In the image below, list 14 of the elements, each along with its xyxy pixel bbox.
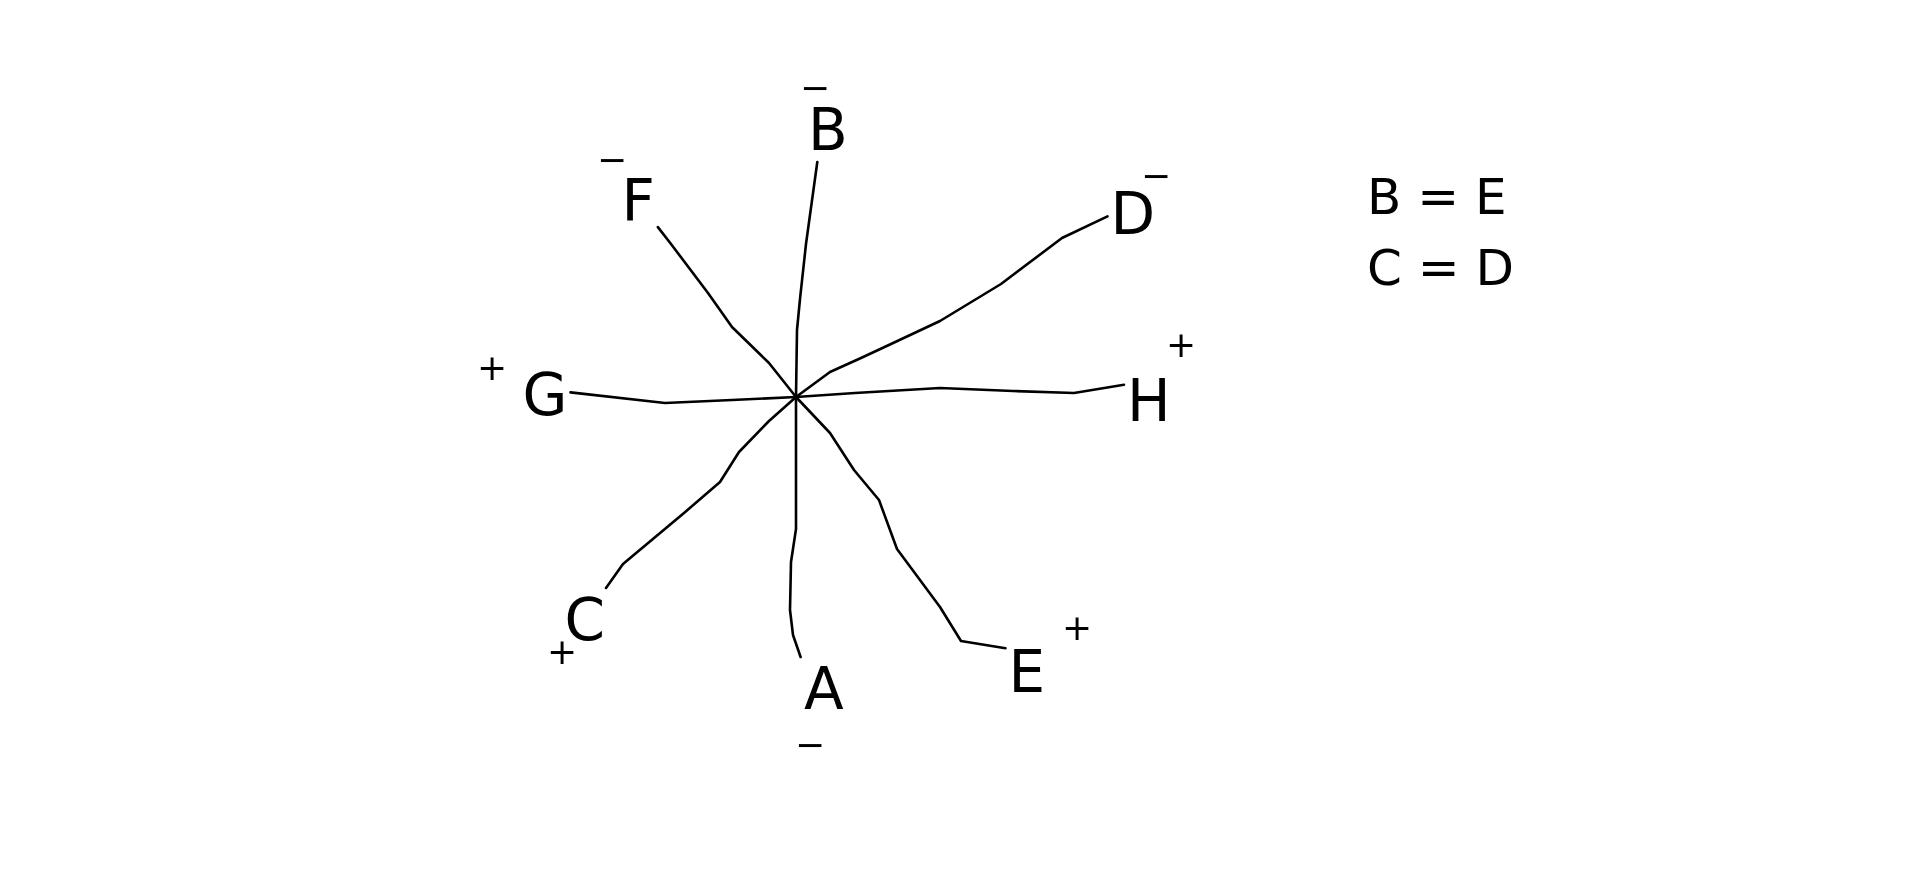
equation-label: C = D xyxy=(1367,243,1515,293)
polarity-sign: + xyxy=(477,350,508,386)
polarity-sign: − xyxy=(795,727,826,763)
connector-line xyxy=(656,225,1007,650)
letter-label: A xyxy=(804,660,844,718)
connector-line xyxy=(788,160,819,659)
letter-label: E xyxy=(1008,643,1046,701)
polarity-sign: + xyxy=(1062,610,1093,646)
connector-line xyxy=(604,215,1109,590)
equation-label: B = E xyxy=(1367,172,1507,222)
letter-label: H xyxy=(1127,372,1171,430)
polarity-sign: + xyxy=(1166,327,1197,363)
letter-label: G xyxy=(522,366,568,424)
connector-line xyxy=(569,383,1126,405)
